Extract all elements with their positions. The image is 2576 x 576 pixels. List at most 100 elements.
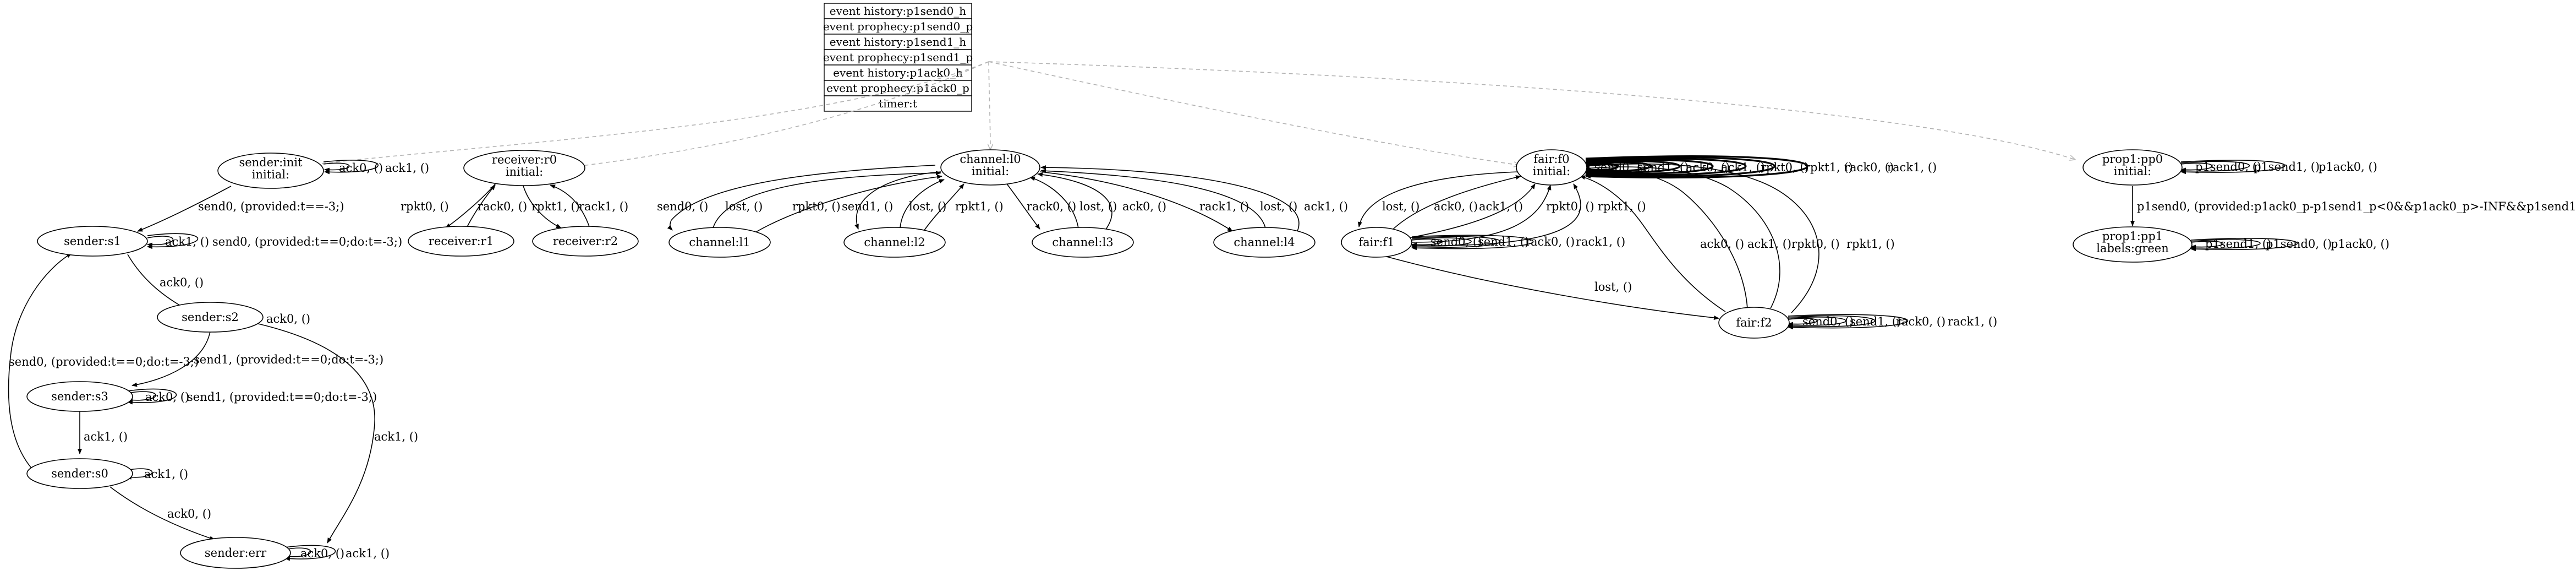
- edge-pp0-self-loops: [2180, 160, 2285, 175]
- edge-label-f2-send1: send1, (): [1850, 315, 1901, 328]
- edge-s0-to-s1: send0, (provided:t==0;do:t=-3;): [8, 253, 199, 485]
- svg-text:ack1, (): ack1, (): [346, 547, 390, 560]
- node-sender-s3[interactable]: sender:s3: [26, 381, 133, 412]
- svg-text:send0, (): send0, (): [657, 200, 708, 213]
- svg-text:sender:init: sender:init: [239, 156, 303, 169]
- svg-text:initial:: initial:: [2114, 165, 2151, 178]
- node-receiver-r2[interactable]: receiver:r2: [532, 226, 639, 257]
- record-links: [307, 61, 2075, 166]
- edge-label-f0-rpkt1: rpkt1, (): [1805, 161, 1853, 174]
- edge-f1-to-f0-rpkt1: rpkt1, (): [1411, 183, 1646, 247]
- svg-text:lost, (): lost, (): [1260, 200, 1297, 213]
- node-sender-err[interactable]: sender:err: [180, 537, 291, 569]
- node-receiver-r0[interactable]: receiver:r0 initial:: [463, 150, 585, 186]
- record-link-channel: [989, 61, 990, 150]
- svg-text:rack1, (): rack1, (): [579, 200, 628, 213]
- node-channel-l3[interactable]: channel:l3: [1032, 227, 1134, 258]
- edge-label-pp1-send1: p1send1, (): [2205, 237, 2271, 251]
- edge-f1-self-loops: [1411, 235, 1534, 251]
- svg-text:send0, (provided:t==-3;): send0, (provided:t==-3;): [198, 200, 344, 213]
- edge-l2-to-l0-rpkt1: rpkt1, (): [924, 183, 1004, 231]
- edge-pp0-to-pp1: p1send0, (provided:p1ack0_p-p1send1_p<0&…: [2130, 186, 2576, 226]
- svg-text:rpkt1, (): rpkt1, (): [1846, 237, 1895, 251]
- edge-f0-to-f1: lost, (): [1357, 171, 1519, 227]
- svg-text:sender:s3: sender:s3: [51, 390, 108, 403]
- svg-text:channel:l0: channel:l0: [960, 153, 1021, 166]
- svg-text:event prophecy:p1ack0_p: event prophecy:p1ack0_p: [826, 81, 969, 95]
- node-sender-init[interactable]: sender:init initial:: [217, 153, 324, 189]
- node-fair-f1[interactable]: fair:f1: [1341, 227, 1412, 258]
- edge-l0-to-l2: send1, (): [842, 171, 941, 230]
- svg-text:channel:l1: channel:l1: [689, 236, 750, 249]
- svg-text:fair:f2: fair:f2: [1736, 316, 1772, 329]
- svg-text:initial:: initial:: [252, 168, 289, 181]
- edge-label-pp1-send0: p1send0, (): [2266, 237, 2332, 251]
- record-link-sender: [307, 61, 989, 165]
- edge-r2-to-r0: rack1, (): [550, 184, 628, 229]
- edge-label-f0-rack0: rack0, (): [1844, 161, 1894, 174]
- node-channel-l0[interactable]: channel:l0 initial:: [940, 149, 1040, 186]
- receiver-automaton: rpkt0, () rack0, () rpkt1, () rack1, () …: [401, 150, 639, 257]
- record-row: event prophecy:p1send1_p: [823, 49, 973, 66]
- svg-text:lost, (): lost, (): [1079, 200, 1117, 213]
- svg-text:ack0, (): ack0, (): [145, 390, 189, 404]
- svg-text:ack1, (): ack1, (): [1747, 237, 1791, 251]
- node-channel-l1[interactable]: channel:l1: [668, 227, 771, 258]
- svg-text:rpkt1, (): rpkt1, (): [955, 200, 1004, 213]
- record-link-receiver: [578, 61, 989, 166]
- svg-text:rpkt0, (): rpkt0, (): [1546, 200, 1594, 213]
- edge-pp1-self-loops: [2190, 238, 2298, 252]
- record-row: timer:t: [824, 95, 972, 112]
- svg-text:event history:p1send1_h: event history:p1send1_h: [830, 35, 966, 48]
- node-sender-s0[interactable]: sender:s0: [26, 458, 133, 489]
- edge-s2-to-err: ack1, (): [237, 319, 418, 544]
- node-fair-f2[interactable]: fair:f2: [1718, 307, 1790, 339]
- svg-text:event prophecy:p1send0_p: event prophecy:p1send0_p: [823, 20, 973, 33]
- edge-f1-to-f2: lost, (): [1386, 256, 1719, 320]
- node-channel-l2[interactable]: channel:l2: [843, 227, 946, 258]
- edge-err-self-ack1: ack1, (): [284, 545, 390, 561]
- node-prop1-pp1[interactable]: prop1:pp1 labels:green: [2073, 226, 2193, 263]
- edge-l1-to-l0-rpkt0: rpkt0, (): [748, 175, 942, 237]
- svg-text:initial:: initial:: [972, 165, 1009, 178]
- edge-s1-self-ack1: ack1, (): [147, 235, 209, 248]
- svg-text:sender:s1: sender:s1: [64, 235, 121, 248]
- edge-f2-to-f0-ack1: ack1, (): [1584, 168, 1791, 309]
- svg-text:fair:f0: fair:f0: [1533, 153, 1569, 166]
- svg-text:ack0, (): ack0, (): [1434, 200, 1478, 213]
- node-receiver-r1[interactable]: receiver:r1: [408, 226, 514, 257]
- node-prop1-pp0[interactable]: prop1:pp0 initial:: [2082, 149, 2183, 186]
- edge-l4-to-l0-lost: lost, (): [1040, 169, 1297, 229]
- edge-f1-to-f0-ack0: ack0, (): [1391, 175, 1521, 231]
- edge-label-f1-rack1: rack1, (): [1576, 235, 1625, 248]
- edge-label-f1-send0: send0, (): [1430, 235, 1482, 248]
- svg-text:prop1:pp1: prop1:pp1: [2102, 230, 2163, 243]
- edge-s2-to-s3: send1, (provided:t==0;do:t=-3;): [131, 331, 383, 387]
- edge-s1-self-send0: send0, (provided:t==0;do:t=-3;): [147, 233, 402, 249]
- svg-text:send1, (provided:t==0;do:t=-3;: send1, (provided:t==0;do:t=-3;): [187, 390, 377, 404]
- svg-text:ack0, (): ack0, (): [266, 312, 310, 325]
- edge-label-f2-send0: send0, (): [1802, 315, 1854, 328]
- edge-l3-to-l0-ack0: ack0, (): [1037, 172, 1166, 234]
- svg-text:receiver:r0: receiver:r0: [492, 153, 557, 166]
- svg-text:ack1, (): ack1, (): [144, 468, 188, 481]
- record-row: event prophecy:p1ack0_p: [824, 80, 972, 96]
- node-channel-l4[interactable]: channel:l4: [1213, 227, 1316, 258]
- svg-text:ack0, (): ack0, (): [160, 276, 204, 289]
- edge-label-f1-send1: send1, (): [1478, 235, 1529, 248]
- edge-s3-to-s0: ack1, (): [78, 409, 128, 454]
- node-fair-f0[interactable]: fair:f0 initial:: [1516, 149, 1587, 186]
- edge-l0-to-l4: rack1, (): [1039, 171, 1249, 232]
- edge-f2-to-f0-rpkt0: rpkt0, (): [1584, 166, 1840, 309]
- edge-label-f0-ack0: ack0, (): [1686, 161, 1730, 174]
- svg-text:initial:: initial:: [1533, 165, 1570, 178]
- svg-text:ack0, (): ack0, (): [300, 547, 344, 560]
- node-sender-s1[interactable]: sender:s1: [37, 226, 148, 257]
- edge-f1-to-f0-rpkt0: rpkt0, (): [1411, 184, 1594, 243]
- svg-text:rpkt0, (): rpkt0, (): [792, 200, 841, 213]
- edge-label-pp0-ack0: p1ack0, (): [2319, 160, 2377, 173]
- svg-text:initial:: initial:: [506, 165, 543, 178]
- svg-text:ack1, (): ack1, (): [1304, 200, 1348, 213]
- node-sender-s2[interactable]: sender:s2: [157, 302, 264, 333]
